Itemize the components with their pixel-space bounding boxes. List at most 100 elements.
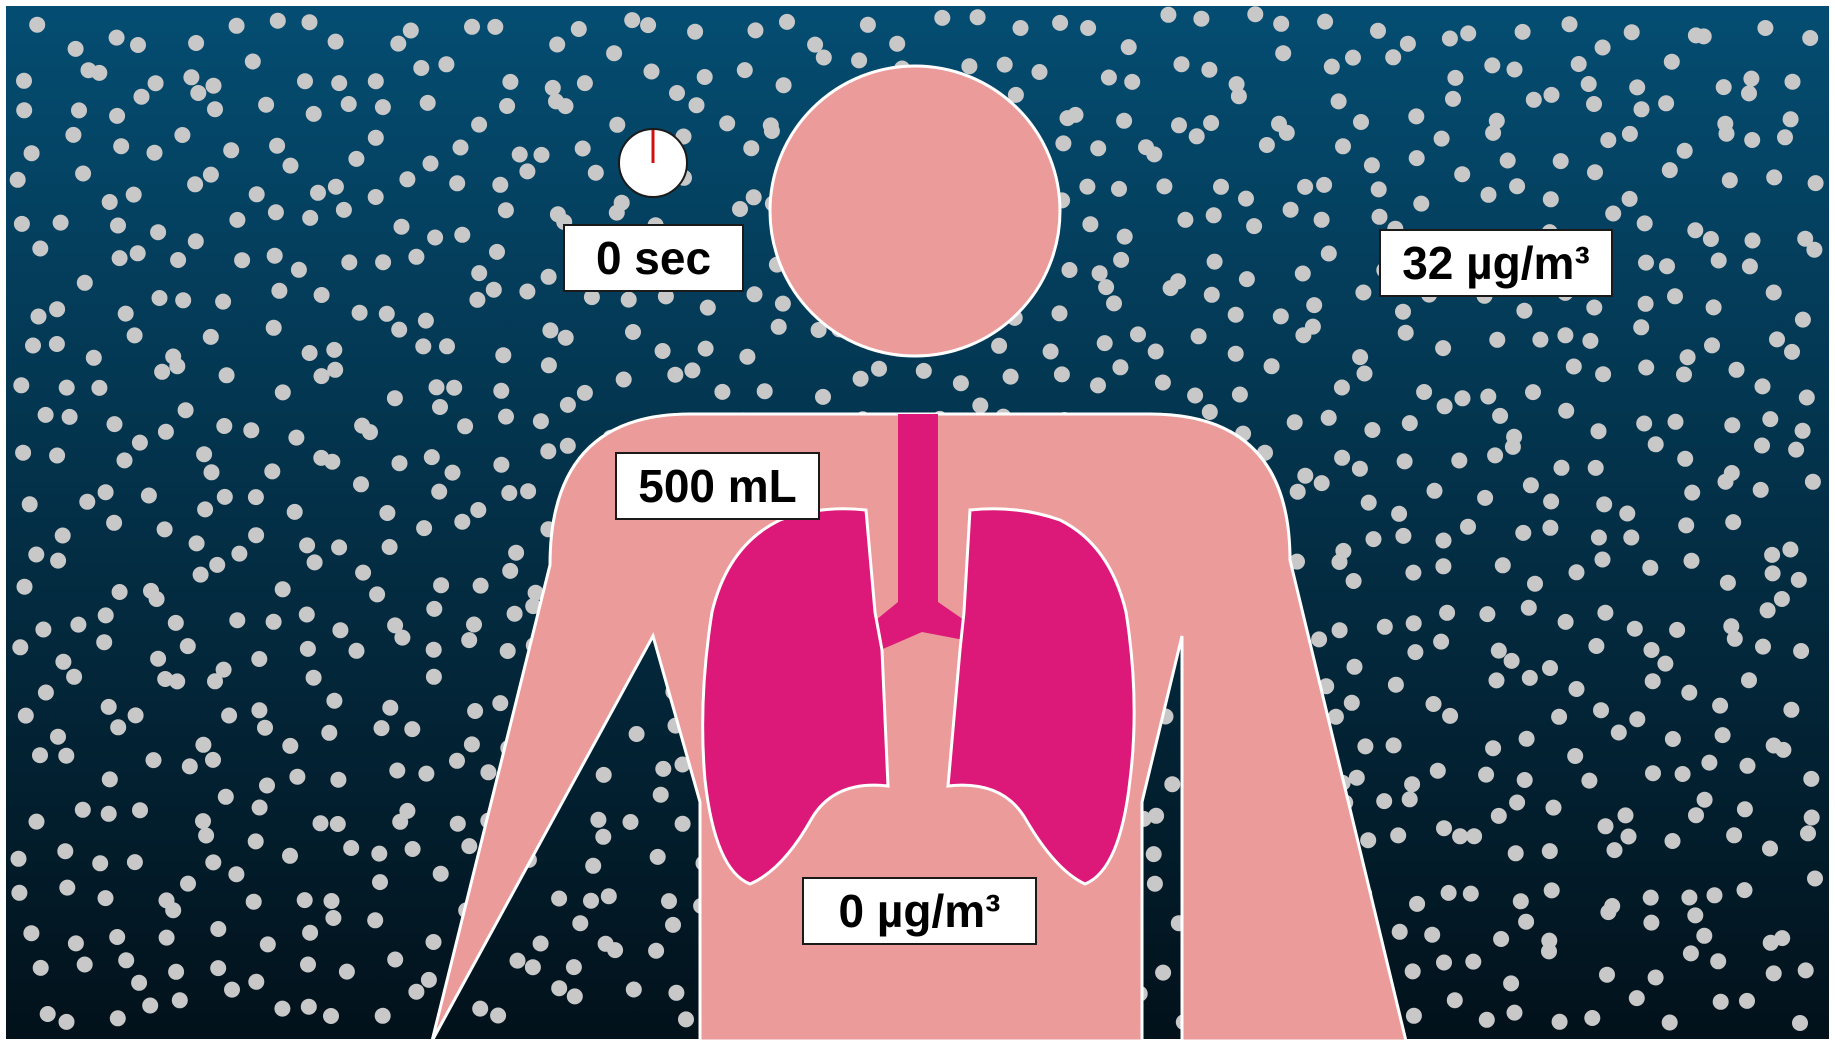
- particle-dot-icon: [91, 380, 107, 396]
- particle-dot-icon: [1766, 169, 1782, 185]
- particle-dot-icon: [10, 172, 26, 188]
- particle-dot-icon: [1427, 483, 1443, 499]
- particle-dot-icon: [341, 96, 357, 112]
- head-icon: [770, 66, 1060, 356]
- particle-dot-icon: [1704, 337, 1720, 353]
- particle-dot-icon: [626, 982, 642, 998]
- particle-dot-icon: [415, 338, 431, 354]
- particle-dot-icon: [1678, 517, 1694, 533]
- particle-dot-icon: [1737, 801, 1753, 817]
- particle-dot-icon: [1386, 737, 1402, 753]
- particle-dot-icon: [1080, 20, 1096, 36]
- particle-dot-icon: [1643, 915, 1659, 931]
- particle-dot-icon: [1430, 763, 1446, 779]
- particle-dot-icon: [259, 778, 275, 794]
- particle-dot-icon: [40, 1006, 56, 1022]
- particle-dot-icon: [623, 814, 639, 830]
- particle-dot-icon: [1806, 242, 1822, 258]
- particle-dot-icon: [1803, 771, 1819, 787]
- particle-dot-icon: [1204, 287, 1220, 303]
- particle-dot-icon: [1688, 807, 1704, 823]
- particle-dot-icon: [1542, 520, 1558, 536]
- particle-dot-icon: [1295, 266, 1311, 282]
- particle-dot-icon: [1551, 709, 1567, 725]
- particle-dot-icon: [1279, 125, 1295, 141]
- particle-dot-icon: [1553, 153, 1569, 169]
- particle-dot-icon: [1117, 229, 1133, 245]
- particle-dot-icon: [204, 464, 220, 480]
- particle-dot-icon: [102, 194, 118, 210]
- particle-dot-icon: [1101, 70, 1117, 86]
- particle-dot-icon: [1493, 931, 1509, 947]
- particle-dot-icon: [101, 806, 117, 822]
- particle-dot-icon: [1513, 893, 1529, 909]
- particle-dot-icon: [130, 37, 146, 53]
- particle-dot-icon: [180, 638, 196, 654]
- particle-dot-icon: [815, 389, 831, 405]
- particle-dot-icon: [1662, 1015, 1678, 1031]
- particle-dot-icon: [17, 579, 33, 595]
- particle-dot-icon: [541, 357, 557, 373]
- particle-dot-icon: [1518, 914, 1534, 930]
- particle-dot-icon: [231, 546, 247, 562]
- particle-dot-icon: [390, 36, 406, 52]
- particle-dot-icon: [470, 502, 486, 518]
- particle-dot-icon: [260, 936, 276, 952]
- particle-dot-icon: [310, 185, 326, 201]
- particle-dot-icon: [1371, 181, 1387, 197]
- particle-dot-icon: [1407, 644, 1423, 660]
- particle-dot-icon: [71, 102, 87, 118]
- particle-dot-icon: [700, 300, 716, 316]
- particle-dot-icon: [1598, 818, 1614, 834]
- particle-dot-icon: [147, 145, 163, 161]
- particle-dot-icon: [560, 438, 576, 454]
- particle-dot-icon: [420, 95, 436, 111]
- particle-dot-icon: [288, 430, 304, 446]
- particle-dot-icon: [1544, 882, 1560, 898]
- particle-dot-icon: [148, 75, 164, 91]
- particle-dot-icon: [1228, 346, 1244, 362]
- particle-dot-icon: [75, 802, 91, 818]
- particle-dot-icon: [1586, 96, 1602, 112]
- particle-dot-icon: [1719, 126, 1735, 142]
- particle-dot-icon: [510, 953, 526, 969]
- particle-dot-icon: [1413, 196, 1429, 212]
- particle-dot-icon: [1405, 565, 1421, 581]
- particle-dot-icon: [1637, 215, 1653, 231]
- particle-dot-icon: [464, 736, 480, 752]
- particle-dot-icon: [18, 708, 34, 724]
- particle-dot-icon: [221, 708, 237, 724]
- particle-dot-icon: [1113, 252, 1129, 268]
- particle-dot-icon: [1644, 642, 1660, 658]
- particle-dot-icon: [1062, 262, 1078, 278]
- particle-dot-icon: [542, 322, 558, 338]
- particle-dot-icon: [245, 54, 261, 70]
- particle-dot-icon: [678, 1011, 694, 1027]
- particle-dot-icon: [534, 147, 550, 163]
- particle-dot-icon: [29, 17, 45, 33]
- particle-dot-icon: [1675, 766, 1691, 782]
- particle-dot-icon: [248, 527, 264, 543]
- particle-dot-icon: [117, 452, 133, 468]
- particle-dot-icon: [210, 960, 226, 976]
- particle-dot-icon: [1760, 602, 1776, 618]
- particle-dot-icon: [1116, 113, 1132, 129]
- particle-dot-icon: [1696, 928, 1712, 944]
- particle-dot-icon: [1349, 770, 1365, 786]
- particle-dot-icon: [1515, 525, 1531, 541]
- particle-dot-icon: [1090, 377, 1106, 393]
- particle-dot-icon: [134, 89, 150, 105]
- particle-dot-icon: [421, 972, 437, 988]
- particle-dot-icon: [453, 140, 469, 156]
- particle-dot-icon: [1624, 24, 1640, 40]
- particle-dot-icon: [1460, 25, 1476, 41]
- particle-dot-icon: [1391, 506, 1407, 522]
- particle-dot-icon: [1557, 327, 1573, 343]
- particle-dot-icon: [314, 287, 330, 303]
- particle-dot-icon: [519, 284, 535, 300]
- particle-dot-icon: [1437, 398, 1453, 414]
- particle-dot-icon: [169, 358, 185, 374]
- particle-dot-icon: [399, 171, 415, 187]
- particle-dot-icon: [1147, 876, 1163, 892]
- particle-dot-icon: [416, 520, 432, 536]
